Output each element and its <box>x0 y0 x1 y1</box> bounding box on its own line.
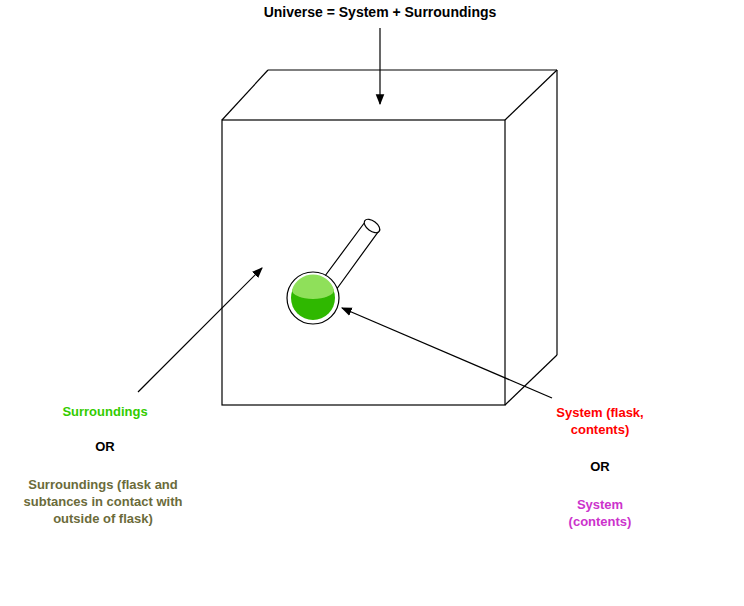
label-text: System (contents) <box>558 496 642 530</box>
leader-arrow <box>138 268 262 392</box>
leader-arrow <box>342 308 552 398</box>
label-text: System (flask, contents) <box>538 404 663 438</box>
universe-cube <box>222 70 557 405</box>
diagram-title: Universe = System + Surroundings <box>200 4 560 21</box>
or-text: OR <box>570 458 630 475</box>
label-text: Surroundings <box>30 403 180 420</box>
leader-arrow <box>379 28 380 104</box>
or-text: OR <box>75 438 135 455</box>
label-text: Surroundings (flask and subtances in con… <box>19 476 187 527</box>
flask <box>287 217 382 324</box>
